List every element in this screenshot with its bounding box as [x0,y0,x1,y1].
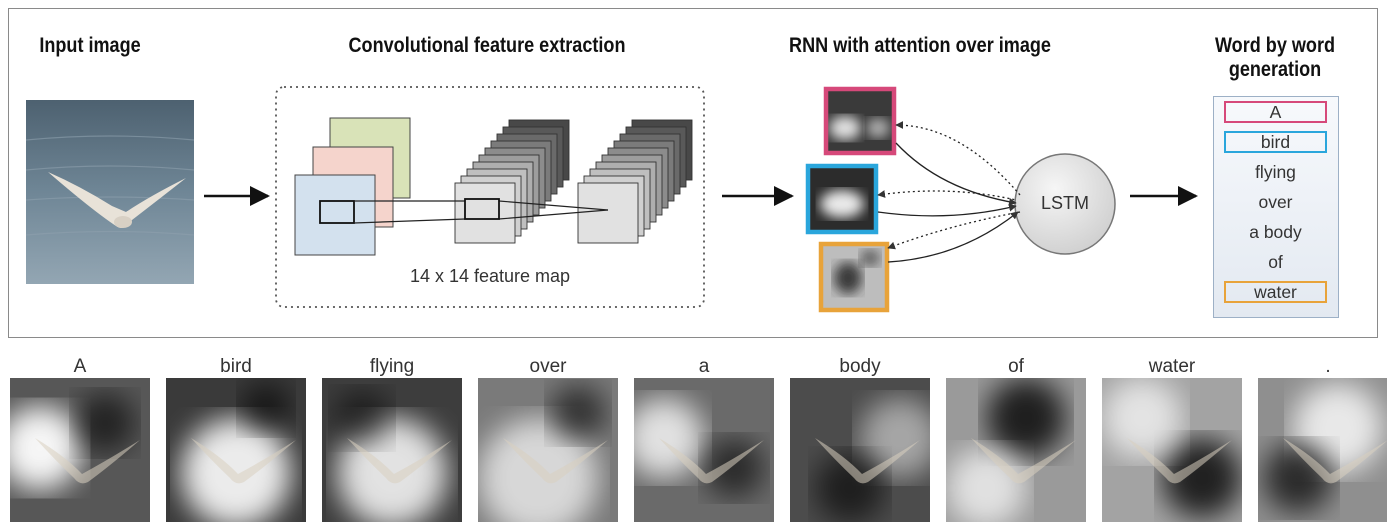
heading-input-image: Input image [39,34,141,57]
generated-word: flying [1255,162,1296,182]
generated-word: bird [1224,131,1327,153]
feature-map-label: 14 x 14 feature map [409,266,571,286]
conv-feature-box [275,86,705,308]
input-channels [294,117,411,256]
generated-word: over [1258,192,1293,212]
attention-map-thumbnail [1102,378,1242,522]
generated-word: water [1224,281,1327,303]
model-pipeline-panel [8,8,1378,338]
attention-connections [877,121,1021,263]
attention-map-A [823,86,897,156]
heading-rnn-attention: RNN with attention over image [789,34,1051,57]
feature-map-layer [454,182,516,244]
attention-word-label: . [1325,356,1331,377]
input-image [25,100,195,284]
heading-word-generation-2: generation [1228,58,1322,81]
generated-word: a body [1249,222,1302,242]
generated-word: of [1268,252,1283,272]
attention-word-label: bird [220,356,252,377]
attention-word-label: water [1148,356,1196,377]
attention-word-label: A [73,356,87,377]
attention-word-label: flying [369,356,415,377]
attention-map-thumbnail [10,378,150,522]
heading-conv-extraction: Convolutional feature extraction [348,34,626,57]
attention-map-thumbnail [1258,378,1387,522]
attention-word-label: over [529,356,567,377]
attention-map-thumbnail [946,378,1086,522]
attention-word-label: of [1008,356,1024,377]
attention-map-thumbnail [790,378,930,522]
attention-map-bird [805,163,879,235]
attention-word-label: a [698,356,710,377]
attention-map-water [818,241,890,313]
feature-stack-1 [454,119,570,244]
generated-word: A [1224,101,1327,123]
attention-map-thumbnail [166,378,306,522]
attention-map-thumbnail [634,378,774,522]
feature-map-layer [577,182,639,244]
lstm-label: LSTM [1040,193,1089,213]
feature-stack-2 [577,119,693,244]
attention-word-label: body [839,356,881,377]
attention-map-thumbnail [478,378,618,522]
heading-word-generation-1: Word by word [1214,34,1336,57]
attention-map-thumbnail [322,378,462,522]
receptive-field-lines [353,198,609,224]
